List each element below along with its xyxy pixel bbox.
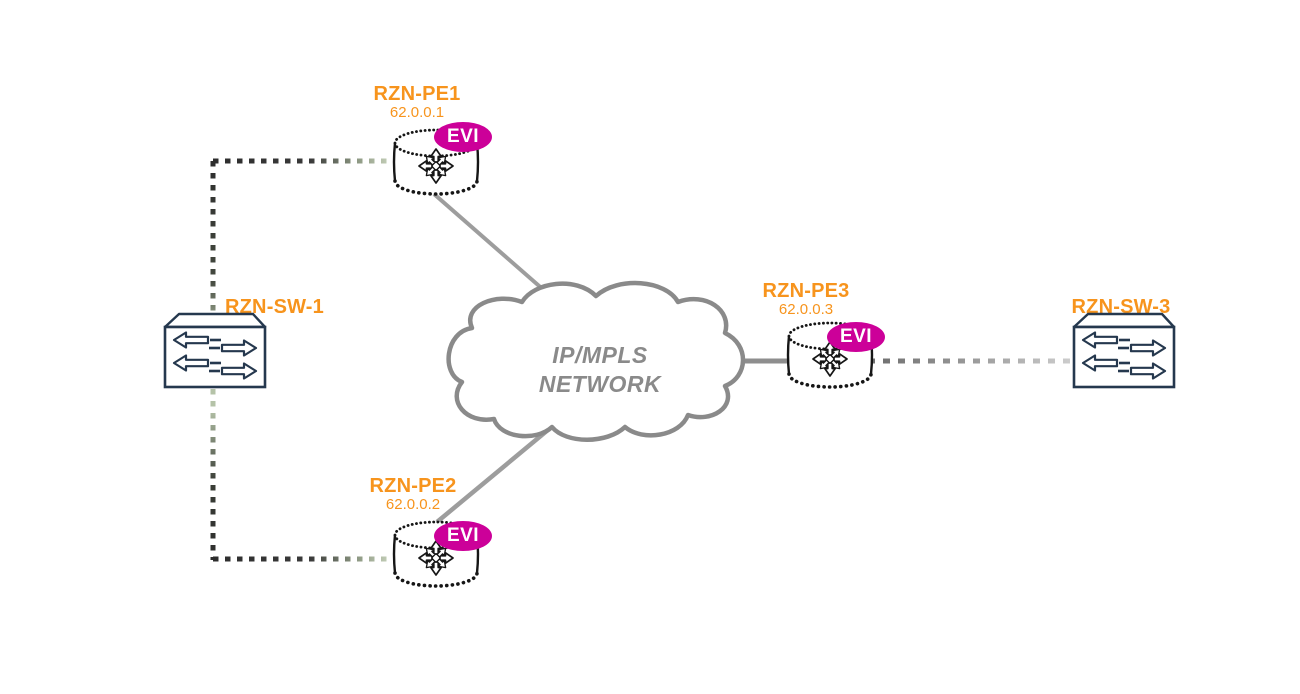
- node-ip-rzn-pe2: 62.0.0.2: [385, 496, 441, 513]
- switch-icon-rzn-sw-3: [1068, 310, 1180, 392]
- node-title-rzn-pe3: RZN-PE3: [762, 280, 850, 302]
- switch-icon-rzn-sw-1: [159, 310, 271, 392]
- node-title-rzn-pe2: RZN-PE2: [369, 475, 457, 497]
- cloud-shape: [446, 280, 746, 442]
- evi-badge-rzn-pe3: EVI: [827, 322, 885, 352]
- node-ip-rzn-pe1: 62.0.0.1: [389, 104, 445, 121]
- evi-badge-rzn-pe2: EVI: [434, 521, 492, 551]
- node-ip-rzn-pe3: 62.0.0.3: [778, 301, 834, 318]
- cloud-label: IP/MPLS NETWORK: [505, 341, 695, 399]
- cloud-label-line2: NETWORK: [538, 371, 662, 397]
- cloud-label-line1: IP/MPLS: [552, 342, 648, 368]
- evi-badge-rzn-pe1: EVI: [434, 122, 492, 152]
- node-title-rzn-sw-3: RZN-SW-3: [1071, 296, 1171, 318]
- node-title-rzn-sw-1: RZN-SW-1: [225, 296, 324, 318]
- node-title-rzn-pe1: RZN-PE1: [373, 83, 461, 105]
